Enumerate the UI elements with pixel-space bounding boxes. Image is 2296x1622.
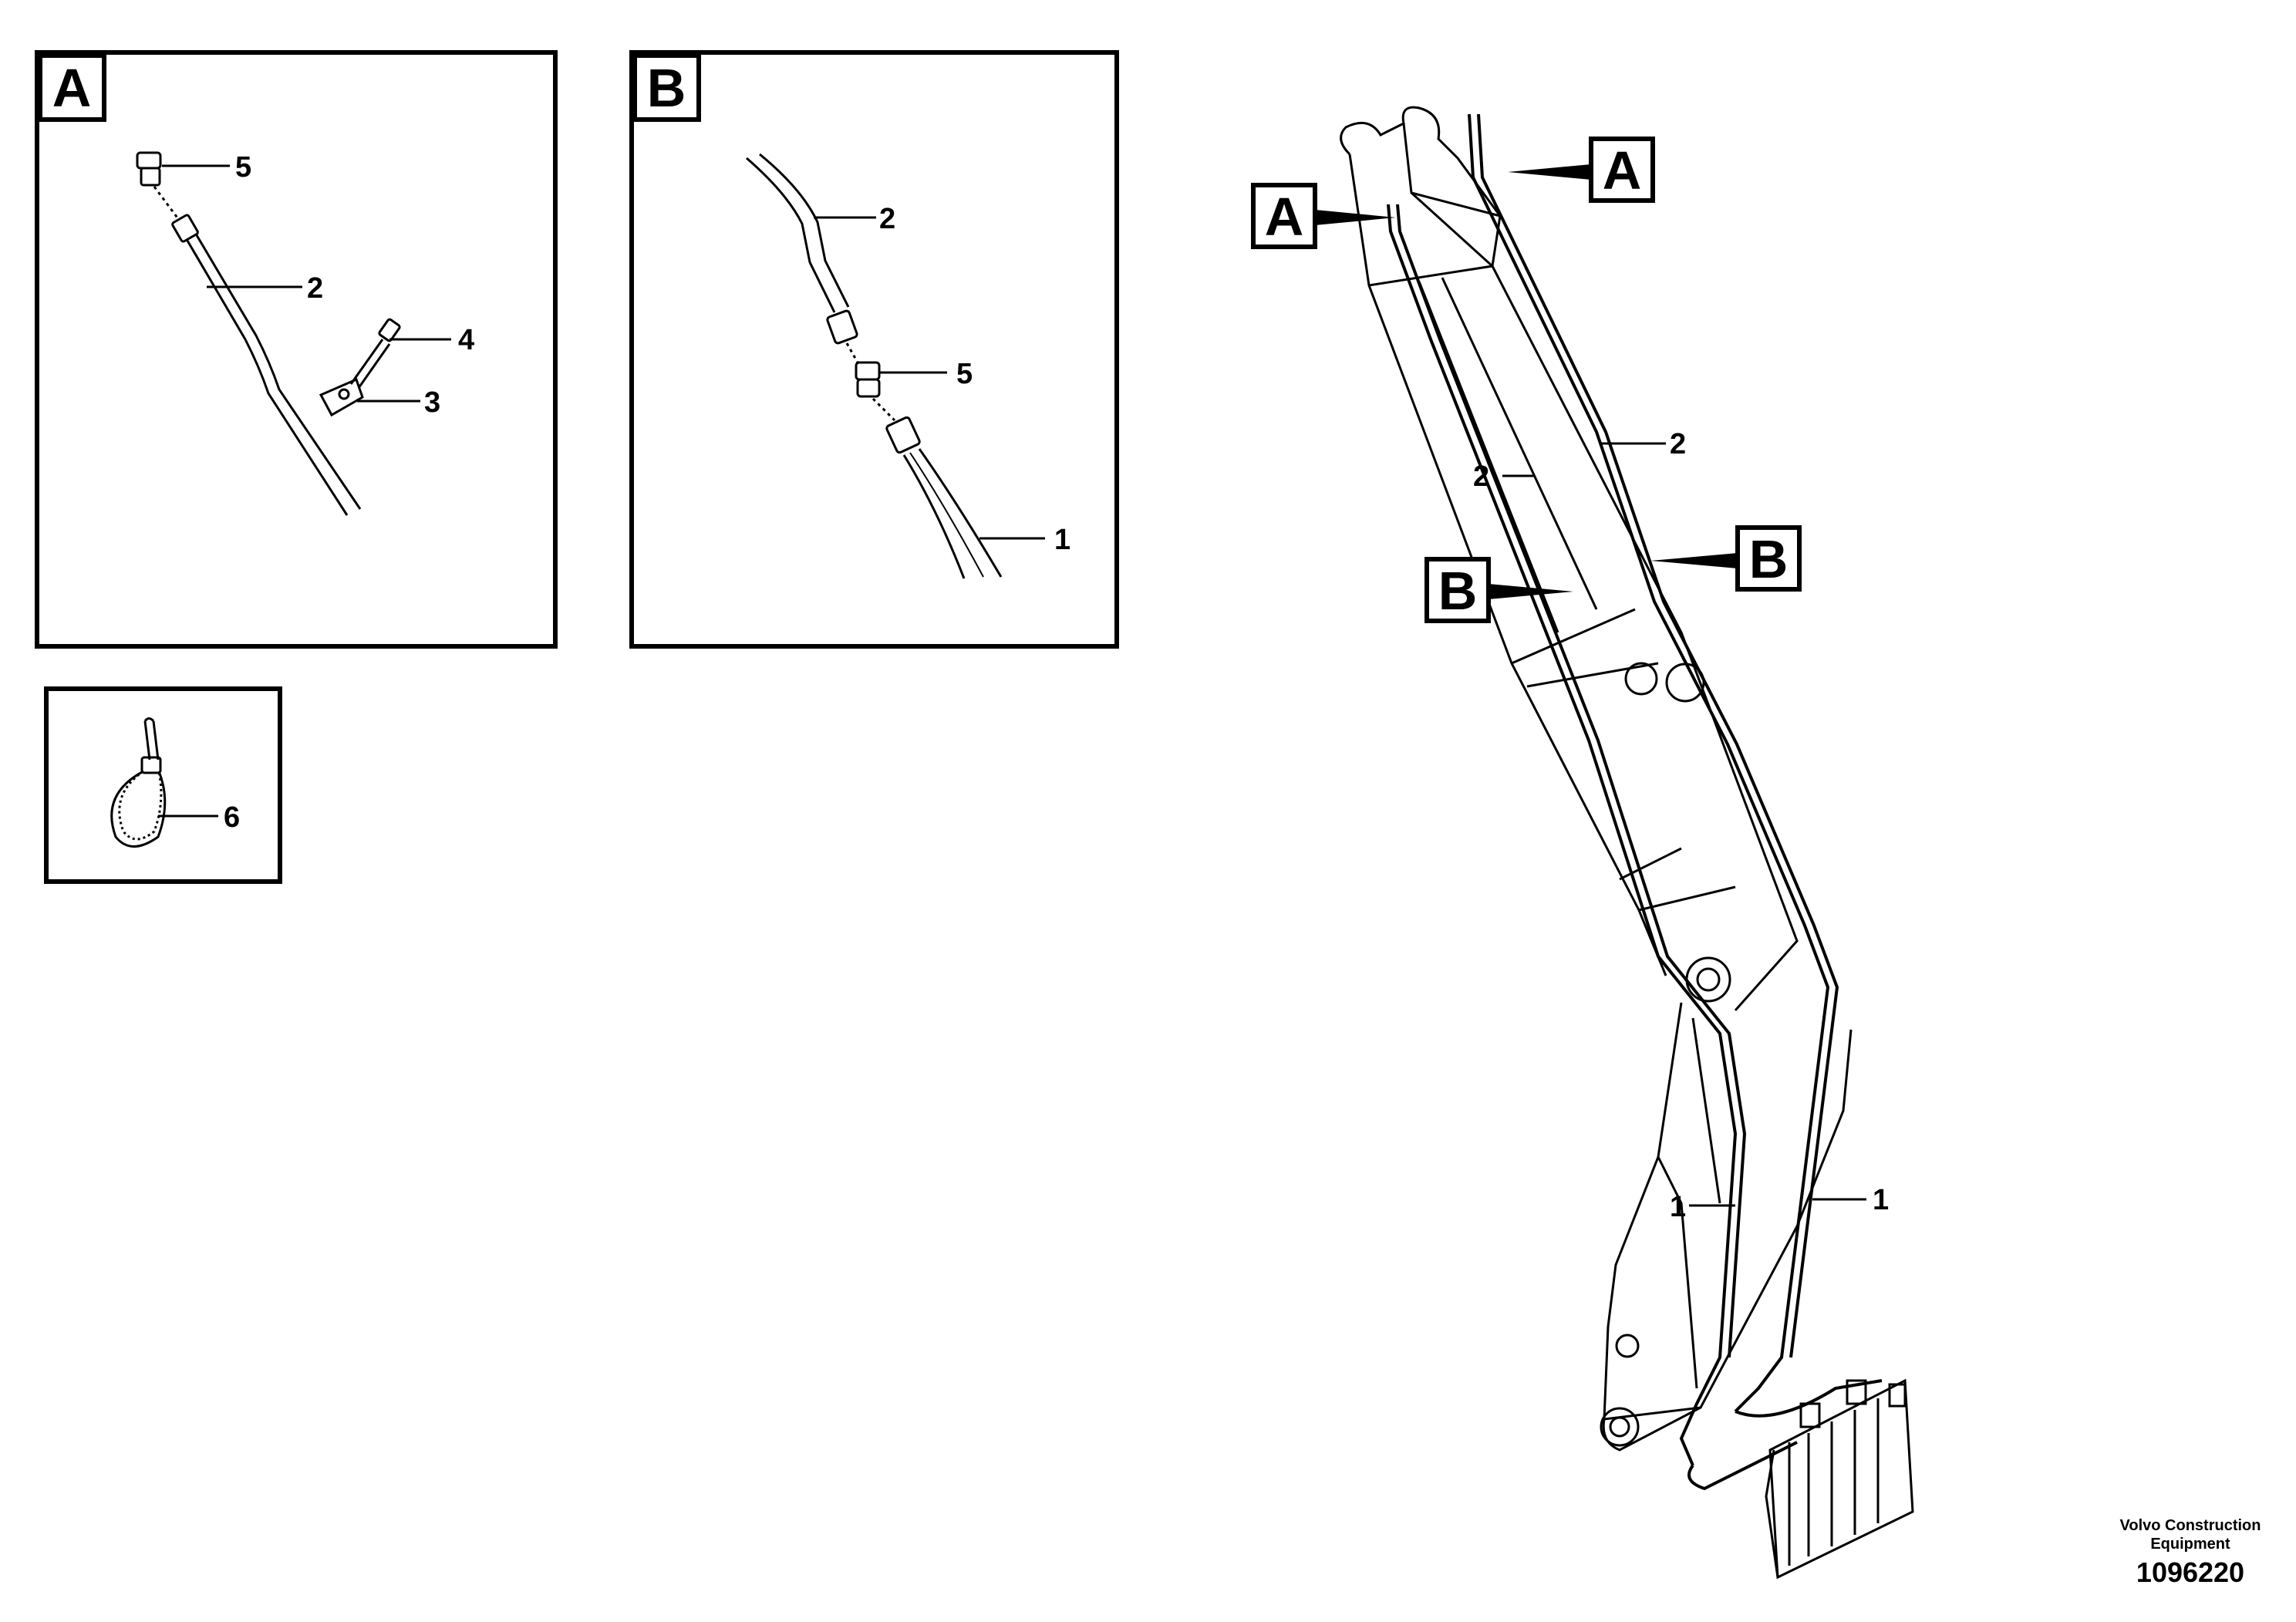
detail-b-drawing <box>746 153 1003 579</box>
document-number: 1096220 <box>2136 1556 2245 1588</box>
main-leader-lines <box>1502 442 1866 1207</box>
main-callout-1-left: 1 <box>1670 1191 1686 1223</box>
hydraulic-lines <box>1387 113 1883 1491</box>
main-tag-a-right: A <box>1508 137 1655 203</box>
detail-a-leader-lines <box>162 164 451 403</box>
cable-tie-drawing <box>110 717 167 848</box>
detail-b-tag-box <box>632 53 701 122</box>
detail-a-drawing <box>136 151 401 516</box>
detail-cable-tie-panel: 6 <box>44 686 282 884</box>
detail-b-callout-2: 2 <box>879 203 895 235</box>
main-callout-1-right: 1 <box>1873 1184 1889 1216</box>
detail-a-tag: A <box>52 58 92 118</box>
boom-outline <box>1340 106 1914 1580</box>
main-callout-2-left: 2 <box>1473 460 1489 493</box>
svg-text:B: B <box>1438 561 1478 621</box>
detail-tie-callout-6: 6 <box>224 801 240 834</box>
detail-a-callout-4: 4 <box>458 324 474 356</box>
svg-text:A: A <box>1265 187 1304 247</box>
main-tag-b-left: B <box>1424 557 1573 623</box>
detail-a-callout-5: 5 <box>235 151 251 184</box>
main-boom-view: 2 2 1 1 A A B B <box>1251 106 1914 1580</box>
detail-b-callout-1: 1 <box>1054 524 1070 556</box>
svg-text:B: B <box>1749 529 1789 589</box>
detail-a-tag-box <box>38 53 106 122</box>
main-tag-a-left: A <box>1251 183 1396 249</box>
detail-a-callout-2: 2 <box>307 272 323 305</box>
publisher-name: Volvo Construction Equipment <box>2119 1517 2261 1553</box>
detail-b-leader-lines <box>814 216 1045 540</box>
detail-b-tag: B <box>647 58 686 118</box>
detail-b-panel: B 2 5 1 <box>629 50 1119 649</box>
main-tag-b-right: B <box>1650 525 1802 592</box>
detail-b-callout-5: 5 <box>956 358 973 390</box>
detail-a-callout-3: 3 <box>424 386 440 419</box>
detail-a-panel: A 5 2 4 3 <box>35 50 558 649</box>
main-callout-2-right: 2 <box>1670 428 1686 460</box>
svg-text:A: A <box>1603 140 1642 201</box>
publisher-credit: Volvo Construction Equipment 1096220 <box>2082 1516 2296 1590</box>
